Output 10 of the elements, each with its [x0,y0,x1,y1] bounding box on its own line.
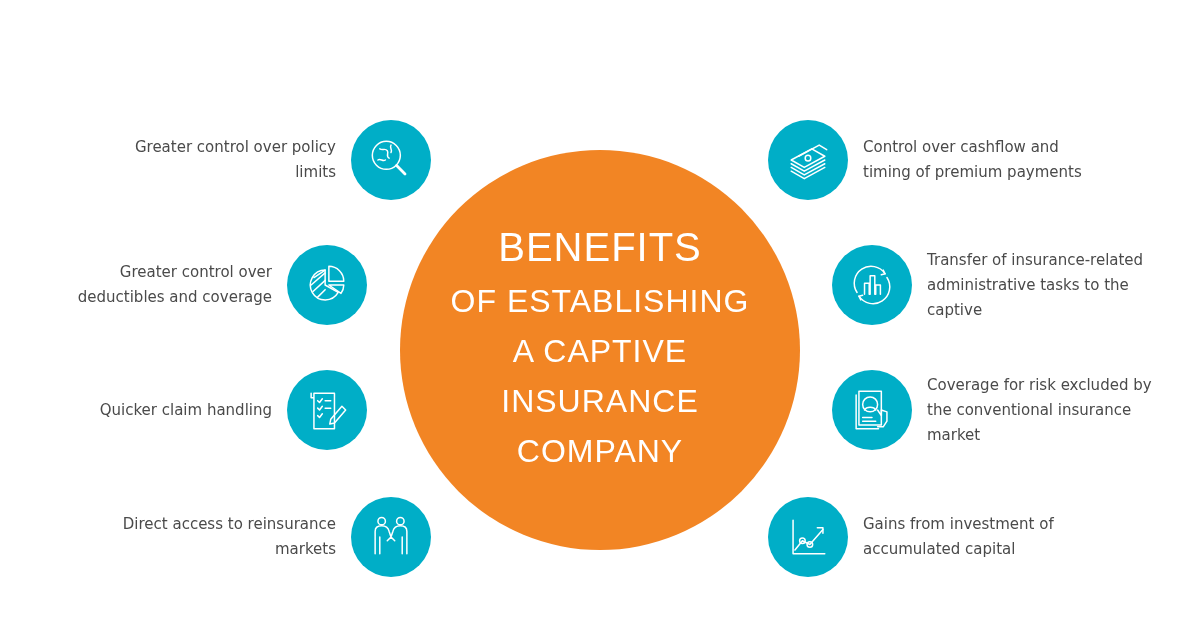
benefit-text: Direct access to reinsurance markets [121,514,336,560]
benefit-text: Greater control over policy limits [133,137,336,183]
circle-heading: BENEFITS [498,224,702,270]
benefit-text: Transfer of insurance-related administrative tasks to the captive [927,249,1145,321]
benefit-text: Coverage for risk excluded by the conventional insurance market [927,374,1153,446]
benefit-text: Control over cashflow and timing of premium payments [863,137,1083,183]
benefit-text: Quicker claim handling [98,399,272,421]
benefit-text: Greater control over deductibles and coverage [76,262,272,308]
circle-subheading: OF ESTABLISHING A CAPTIVE INSURANCE COMPANY [449,281,751,471]
benefit-text: Gains from investment of accumulated capital [863,514,1055,560]
